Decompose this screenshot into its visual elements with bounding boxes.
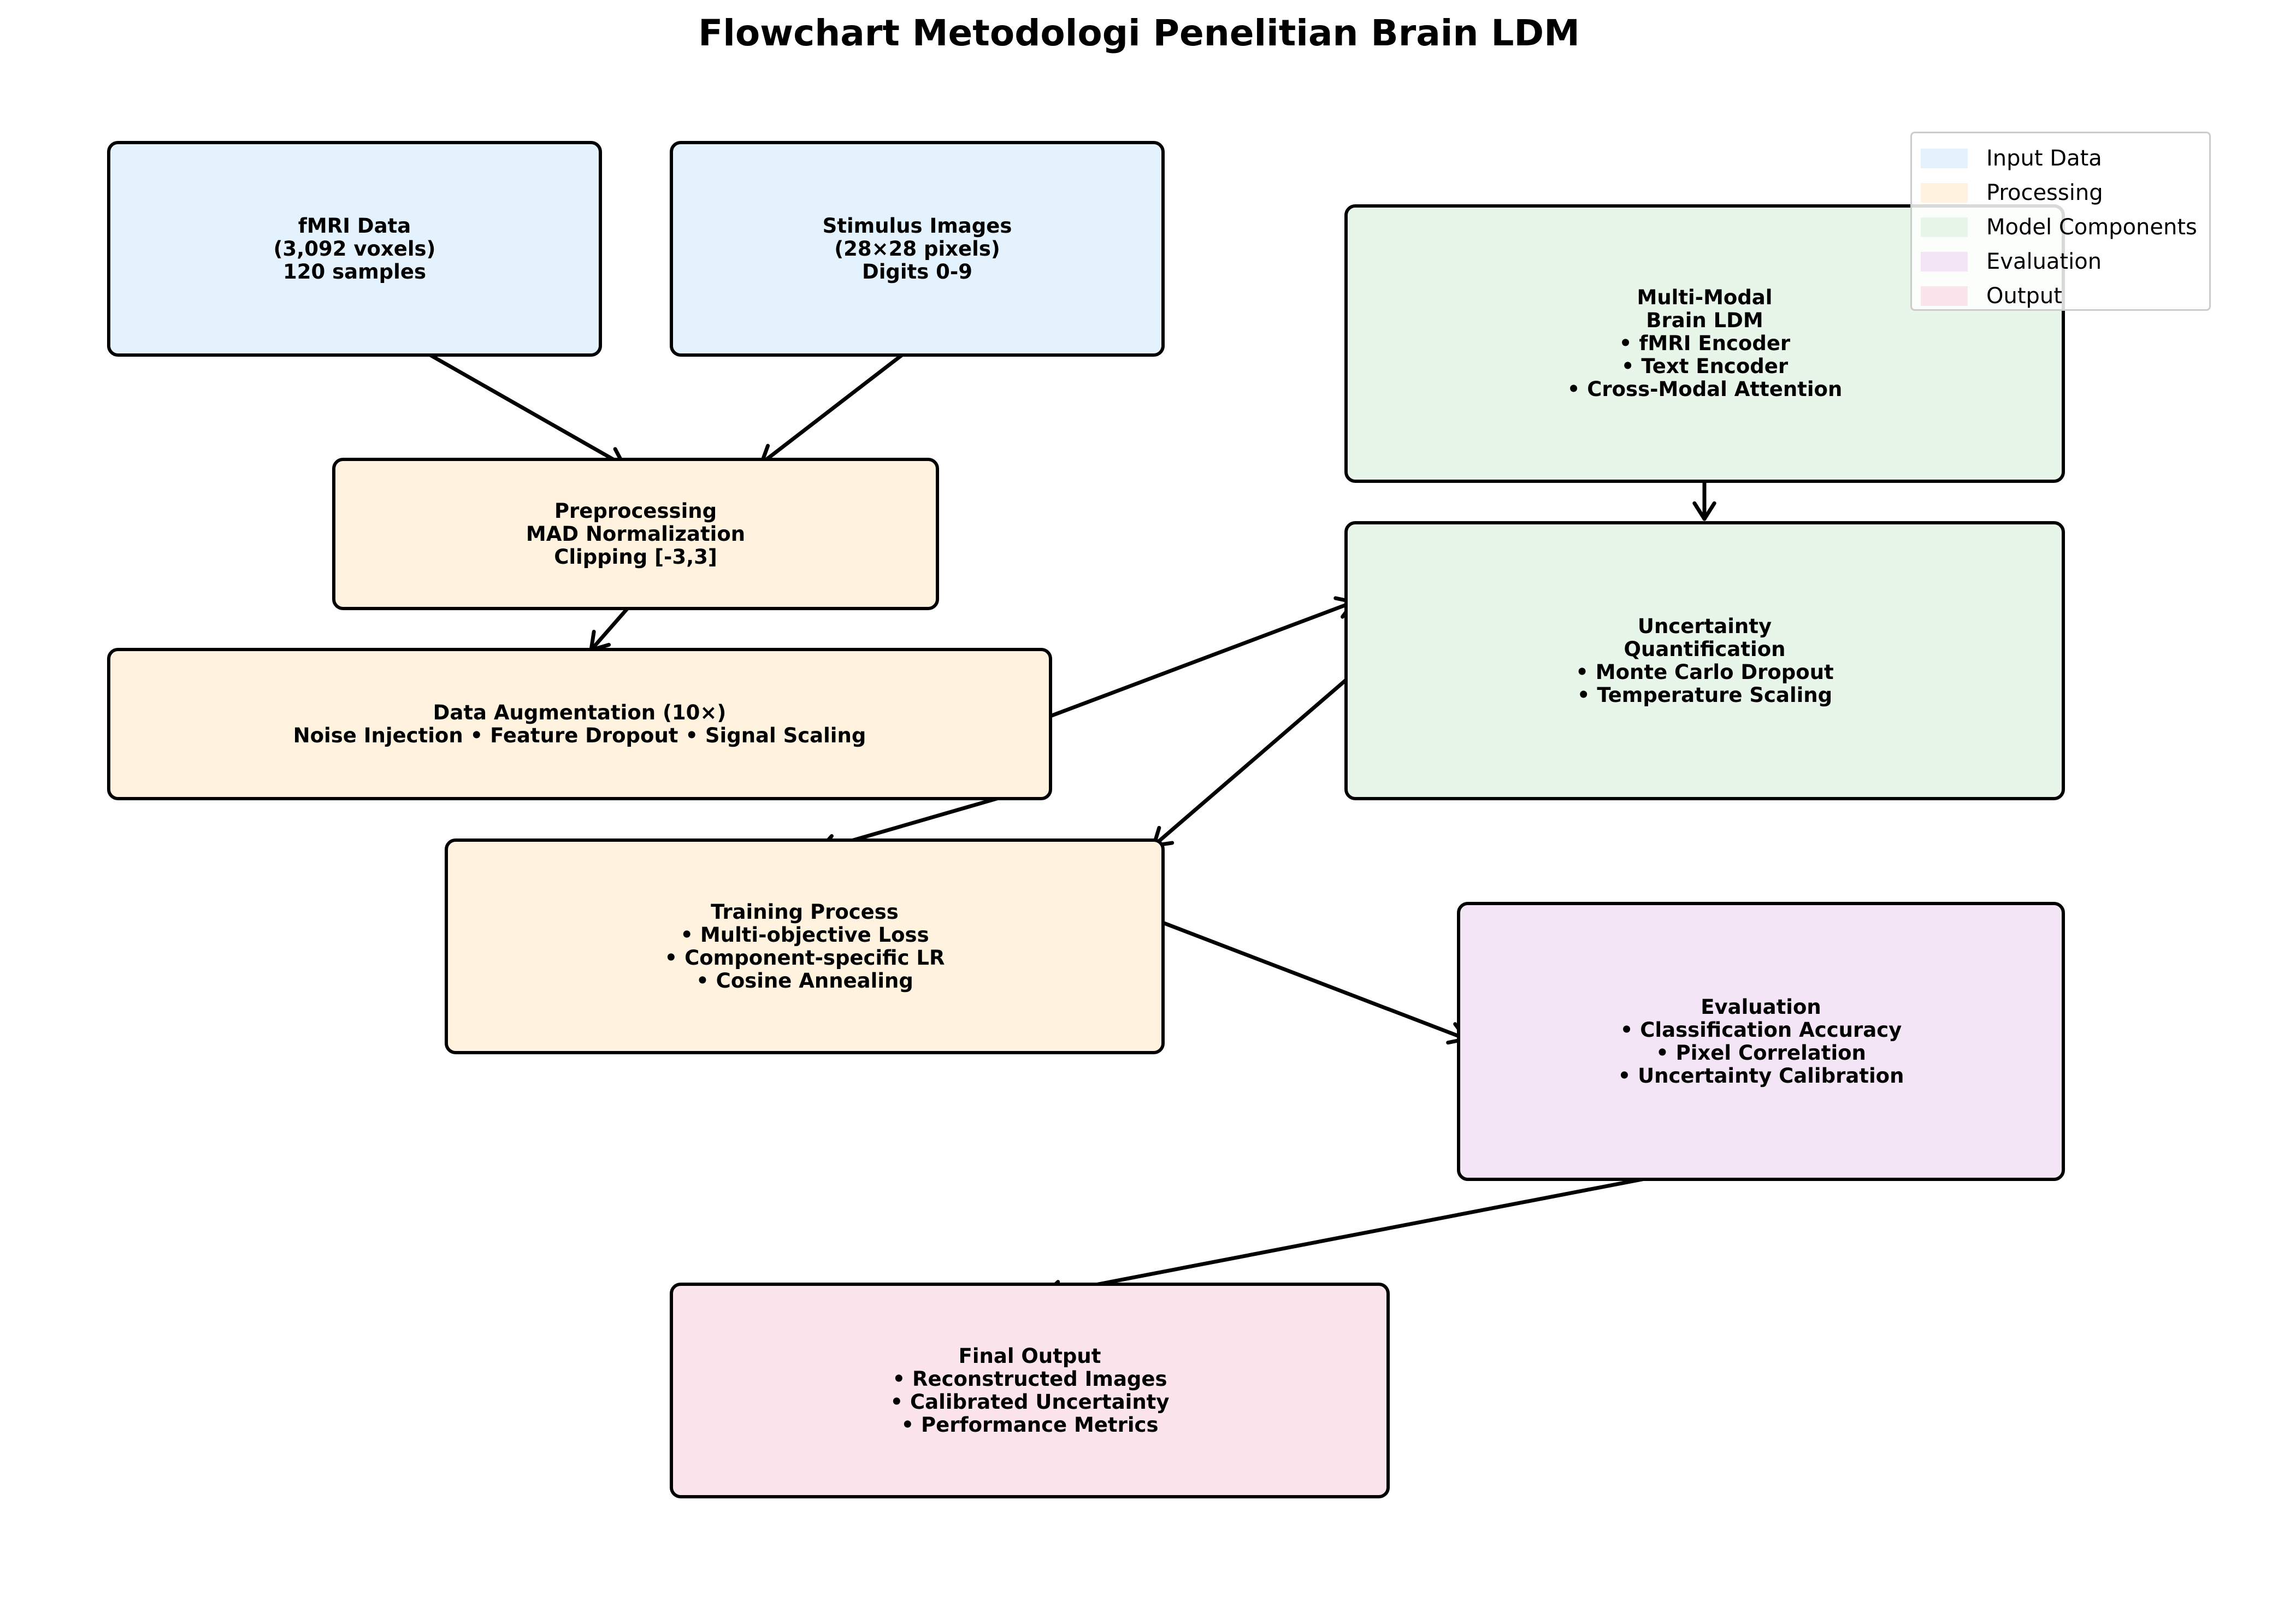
legend-swatch-model	[1921, 217, 1968, 237]
node-fmri-data: fMRI Data (3,092 voxels) 120 samples	[107, 141, 602, 357]
arrow-model-to-uncertainty	[1692, 481, 1716, 521]
legend-label-processing: Processing	[1986, 180, 2103, 205]
node-preprocessing-label: Preprocessing MAD Normalization Clipping…	[526, 499, 746, 569]
legend-label-evaluation: Evaluation	[1986, 249, 2102, 274]
legend-label-model: Model Components	[1986, 214, 2197, 240]
node-data-augmentation: Data Augmentation (10×) Noise Injection …	[107, 648, 1052, 800]
legend-item-input: Input Data	[1912, 141, 2209, 175]
arrow-training-to-evaluation	[1150, 917, 1468, 1045]
node-preprocessing: Preprocessing MAD Normalization Clipping…	[332, 458, 939, 610]
legend-item-evaluation: Evaluation	[1912, 244, 2209, 279]
legend-label-output: Output	[1986, 283, 2062, 309]
node-uncertainty-quantification: Uncertainty Quantification • Monte Carlo…	[1344, 521, 2065, 800]
node-data-augmentation-label: Data Augmentation (10×) Noise Injection …	[293, 700, 866, 747]
arrow-evaluation-to-output	[1042, 1167, 1698, 1303]
node-training-process: Training Process • Multi-objective Loss …	[445, 838, 1165, 1054]
legend-item-model: Model Components	[1912, 210, 2209, 244]
arrow-fmri-to-preprocessing	[418, 347, 626, 469]
legend-swatch-output	[1921, 286, 1968, 306]
legend-swatch-evaluation	[1921, 251, 1968, 271]
diagram-title: Flowchart Metodologi Penelitian Brain LD…	[698, 12, 1580, 54]
node-evaluation: Evaluation • Classification Accuracy • P…	[1457, 902, 2065, 1181]
node-stimulus-images-label: Stimulus Images (28×28 pixels) Digits 0-…	[822, 214, 1012, 284]
arrow-uncertainty-to-training	[1152, 666, 1361, 848]
node-brain-ldm-model-label: Multi-Modal Brain LDM • fMRI Encoder • T…	[1567, 286, 1843, 401]
arrow-preprocessing-to-augmentation	[589, 604, 632, 652]
legend-swatch-processing	[1921, 182, 1968, 203]
legend: Input Data Processing Model Components E…	[1910, 132, 2211, 311]
node-evaluation-label: Evaluation • Classification Accuracy • P…	[1618, 995, 1904, 1088]
node-training-process-label: Training Process • Multi-objective Loss …	[664, 900, 945, 993]
node-stimulus-images: Stimulus Images (28×28 pixels) Digits 0-…	[670, 141, 1165, 357]
node-fmri-data-label: fMRI Data (3,092 voxels) 120 samples	[273, 214, 436, 284]
legend-label-input: Input Data	[1986, 145, 2102, 171]
node-uncertainty-quantification-label: Uncertainty Quantification • Monte Carlo…	[1575, 614, 1834, 707]
arrow-augmentation-to-uncertainty	[1038, 596, 1356, 722]
arrow-stimulus-to-preprocessing	[759, 347, 911, 465]
legend-item-output: Output	[1912, 279, 2209, 313]
legend-item-processing: Processing	[1912, 175, 2209, 210]
node-final-output-label: Final Output • Reconstructed Images • Ca…	[890, 1344, 1170, 1437]
legend-swatch-input	[1921, 148, 1968, 168]
node-final-output: Final Output • Reconstructed Images • Ca…	[670, 1283, 1390, 1498]
